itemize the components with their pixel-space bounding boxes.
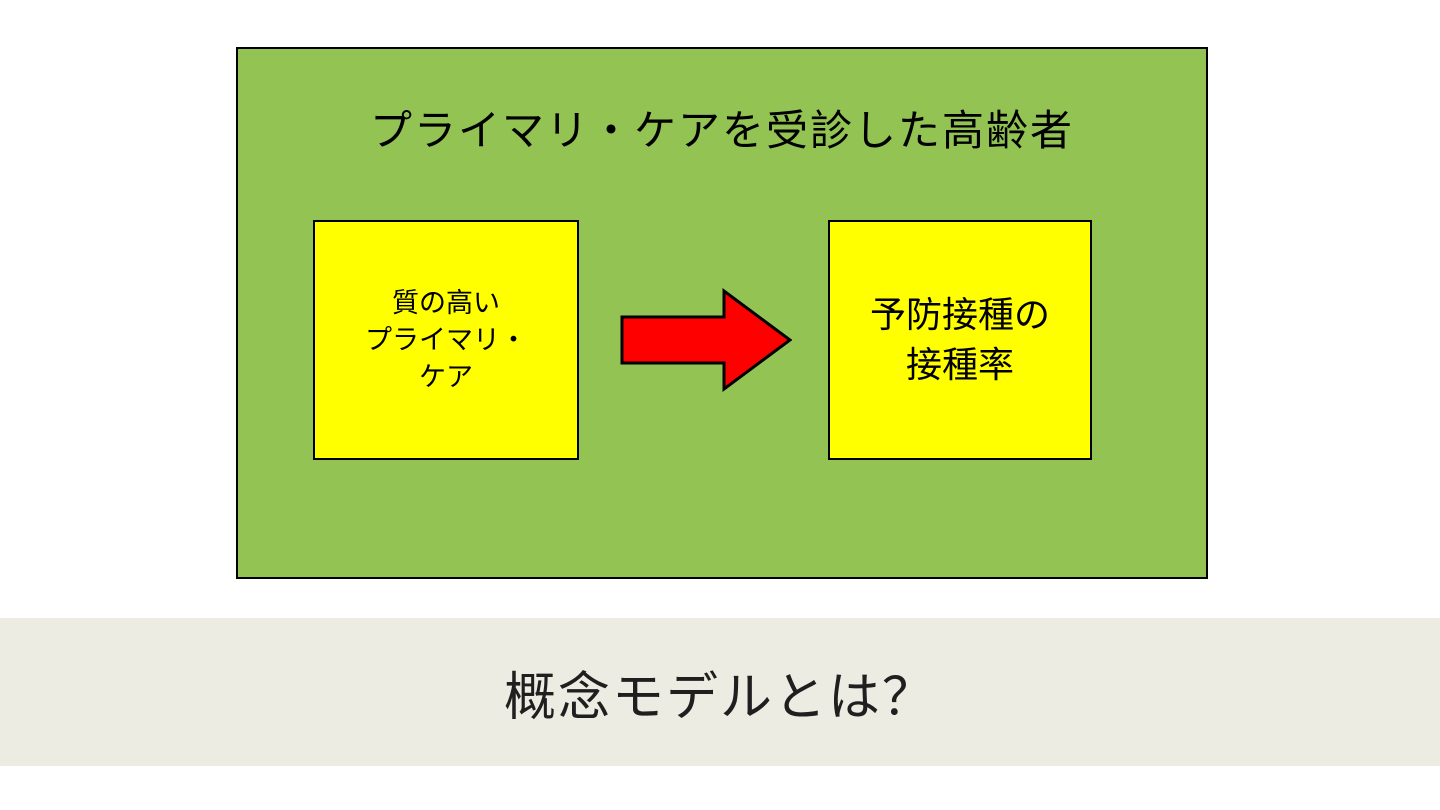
exposure-box-text: 質の高い プライマリ・ ケア <box>365 285 527 396</box>
outcome-box-text: 予防接種の 接種率 <box>870 290 1050 390</box>
right-arrow-icon <box>620 288 793 392</box>
exposure-box: 質の高い プライマリ・ ケア <box>313 220 579 460</box>
panel-title: プライマリ・ケアを受診した高齢者 <box>369 107 1074 154</box>
causal-arrow <box>620 285 793 395</box>
caption-text: 概念モデルとは？ <box>503 668 936 727</box>
caption-band: 概念モデルとは？ <box>0 618 1440 766</box>
exposure-box-line-3: ケア <box>419 361 473 392</box>
concept-model-panel: プライマリ・ケアを受診した高齢者 質の高い プライマリ・ ケア 予防接種の 接種… <box>236 47 1208 579</box>
outcome-box-line-1: 予防接種の <box>869 294 1050 335</box>
exposure-box-line-1: 質の高い <box>392 287 500 318</box>
outcome-box-line-2: 接種率 <box>905 344 1014 385</box>
outcome-box: 予防接種の 接種率 <box>828 220 1092 460</box>
exposure-box-line-2: プライマリ・ <box>365 324 527 355</box>
